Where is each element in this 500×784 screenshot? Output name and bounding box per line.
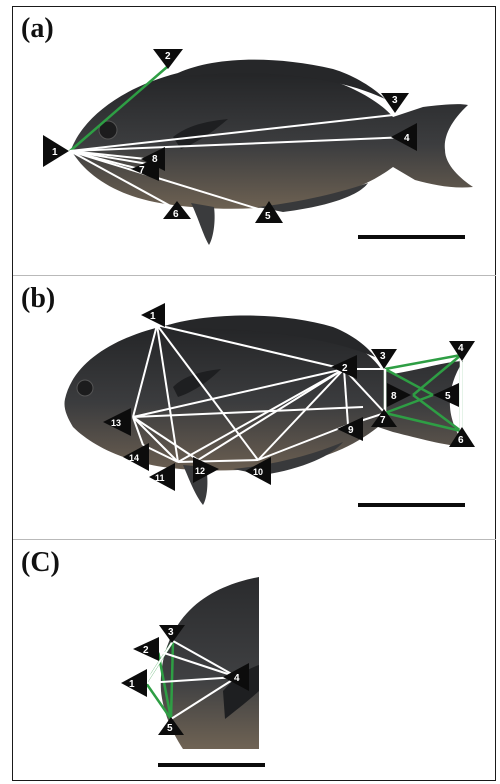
svg-text:7: 7 (139, 165, 145, 176)
svg-text:4: 4 (404, 133, 410, 144)
landmark-a-1: 1 (43, 135, 69, 167)
landmark-c-2: 2 (133, 637, 159, 661)
svg-text:7: 7 (380, 415, 386, 426)
panel-a-figure: 1 2 3 4 5 6 7 8 (13, 7, 496, 275)
svg-text:4: 4 (234, 673, 240, 684)
svg-text:1: 1 (52, 147, 58, 158)
svg-text:2: 2 (342, 363, 348, 374)
svg-text:1: 1 (150, 311, 156, 322)
panel-a: (a) (13, 7, 496, 275)
svg-text:5: 5 (445, 391, 451, 402)
svg-text:3: 3 (168, 627, 174, 638)
svg-text:6: 6 (458, 435, 464, 446)
svg-text:4: 4 (458, 343, 464, 354)
panel-b-scale-bar (358, 503, 465, 507)
svg-text:2: 2 (143, 645, 149, 656)
divider-bc (13, 539, 496, 540)
svg-text:3: 3 (392, 95, 398, 106)
svg-text:12: 12 (195, 466, 205, 476)
landmark-b-4: 4 (449, 341, 475, 361)
svg-text:1: 1 (129, 679, 135, 690)
landmark-c-1: 1 (121, 669, 147, 697)
svg-text:10: 10 (253, 467, 263, 477)
panel-a-scale-bar (358, 235, 465, 239)
fish-c-head (161, 577, 259, 749)
divider-ab (13, 275, 496, 276)
panel-c-scale-bar (158, 763, 265, 767)
svg-text:9: 9 (348, 425, 354, 436)
svg-text:11: 11 (155, 473, 165, 483)
svg-text:13: 13 (111, 418, 121, 428)
svg-text:8: 8 (152, 154, 158, 165)
svg-text:5: 5 (265, 211, 271, 222)
svg-text:6: 6 (173, 209, 179, 220)
svg-text:8: 8 (391, 391, 397, 402)
landmark-b-11: 11 (149, 463, 175, 491)
svg-text:5: 5 (167, 723, 173, 734)
landmark-a-2: 2 (153, 49, 183, 69)
panel-c: (C) 1 2 (13, 541, 496, 779)
panel-c-figure: 1 2 3 4 5 (13, 541, 496, 779)
landmark-b-1: 1 (141, 303, 165, 327)
panel-b-figure: 1 2 3 4 5 6 7 8 9 10 11 12 13 14 (13, 277, 496, 539)
svg-text:3: 3 (380, 351, 386, 362)
panel-b: (b) (13, 277, 496, 539)
svg-text:2: 2 (165, 51, 171, 62)
svg-text:14: 14 (129, 453, 139, 463)
